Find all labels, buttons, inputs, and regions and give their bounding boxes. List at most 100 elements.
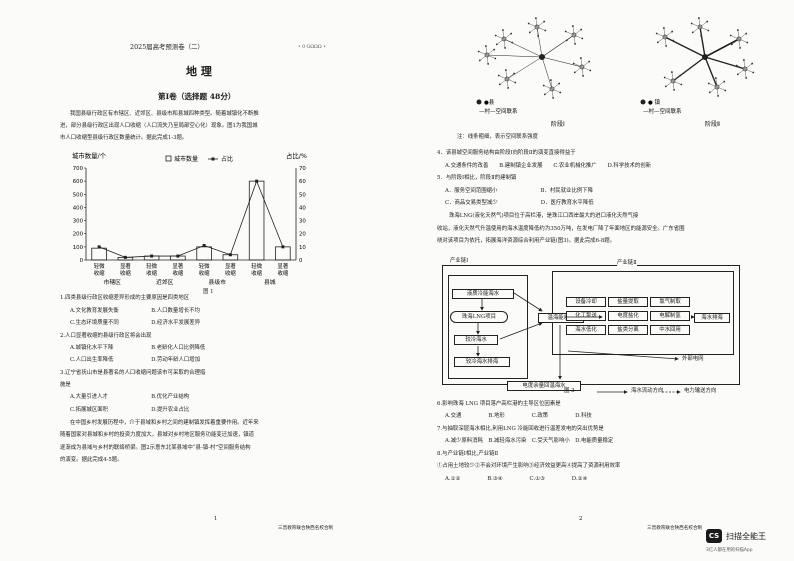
- left-tick-label: 0: [80, 258, 84, 264]
- village-node: [478, 59, 481, 62]
- village-link: [573, 29, 582, 36]
- village-node: [559, 91, 562, 94]
- passage-line: 随着国家对县城和乡村的投资力度加大，县城对乡村地区服务功能变迁加速，镇道: [60, 432, 255, 438]
- village-link: [744, 68, 754, 73]
- question-stem: 4．该县城空间服务结构由阶段Ⅰ向阶段Ⅱ的演变直接得益于: [437, 150, 576, 156]
- link-line: [699, 26, 706, 58]
- village-node: [746, 41, 749, 44]
- category-label: 轻微: [199, 262, 210, 270]
- left-axis-label: 城市数量/个: [72, 151, 107, 160]
- village-link: [486, 54, 489, 64]
- answer-option: A.交通 B.地形 C.政策 D.科技: [445, 413, 592, 419]
- village-node: [564, 30, 567, 33]
- legend-line-label: 占比: [221, 155, 233, 163]
- village-node: [572, 62, 575, 65]
- share-point: [150, 254, 154, 258]
- village-node: [723, 80, 726, 83]
- village-link: [730, 35, 740, 40]
- legend-link-2: —村—空间联系: [643, 107, 682, 115]
- scanner-tagline: 3亿人都在用的扫描App: [706, 548, 753, 553]
- category-label: 轻微: [146, 262, 157, 270]
- village-node: [534, 17, 537, 19]
- village-link: [709, 86, 718, 93]
- link-line: [704, 56, 746, 70]
- village-node: [565, 39, 568, 42]
- share-point: [123, 255, 127, 259]
- process-cell: 氯气制取: [650, 297, 690, 307]
- village-link: [505, 70, 508, 80]
- village-link: [738, 38, 741, 48]
- question-stem: 施是: [60, 382, 71, 388]
- village-link: [744, 68, 747, 78]
- cold-seawater-box: 较冷海水: [454, 335, 498, 345]
- scanner-app-name: 扫描全能王: [726, 532, 766, 541]
- page-footer: 三晋教育联合陕西名校合制: [278, 526, 334, 531]
- village-link: [657, 36, 666, 43]
- village-node: [511, 41, 514, 44]
- cold-discharge-box: 较冷海水排海: [454, 357, 510, 367]
- link-line: [486, 54, 543, 58]
- village-node: [742, 59, 745, 61]
- village-node: [477, 50, 480, 53]
- link-line: [704, 56, 718, 88]
- village-node: [745, 77, 748, 79]
- page-number: 1: [214, 516, 218, 522]
- subject-title: 地 理: [186, 65, 212, 78]
- village-node: [498, 83, 501, 86]
- village-link: [672, 80, 675, 90]
- passage-line: 在中国乡村发展历程中，介于县域和乡村之间的建制镇发挥着重要作用。近年来: [70, 420, 259, 426]
- figure-2-network: ●县 —村—空间联系 阶段Ⅰ ● 镇 —村—空间联系 阶段Ⅱ: [476, 17, 755, 128]
- link-line: [503, 38, 543, 58]
- passage-line: 的演变。据此完成4-5题。: [60, 457, 123, 463]
- answer-option: A.大量引进人才 B.优化产业结构: [70, 394, 190, 400]
- village-node: [690, 22, 693, 25]
- village-link: [496, 38, 505, 45]
- process-cell: 电解制氢: [650, 311, 690, 321]
- village-link: [664, 36, 667, 46]
- lng-project-box: 珠海LNG项目: [450, 311, 508, 323]
- village-link: [551, 88, 561, 93]
- process-cell: 盐类分离: [608, 325, 648, 335]
- figure-3-diagram: 产业链Ⅰ 产业链Ⅱ 液质冷能海水 珠海LNG项目 较冷海水 较冷海水排海 温海能…: [442, 258, 742, 399]
- scanner-watermark: CS 扫描全能王 3亿人都在用的扫描App: [706, 525, 790, 555]
- county-legend-icon: [476, 99, 482, 105]
- village-node: [504, 69, 507, 71]
- village-link: [479, 54, 488, 61]
- town-legend-icon: [640, 99, 646, 105]
- passage-line: 绕对该项目为依托，拓展海洋资源综合利用产业链(图3)。据此完成6-8题。: [437, 238, 616, 244]
- category-label: 收缩: [146, 269, 157, 277]
- intro-line: 市人口收缩型县级行政区数量统计。据此完成1-3题。: [60, 135, 188, 141]
- outer-frame: [442, 265, 740, 385]
- village-node: [655, 32, 658, 35]
- share-point: [97, 245, 101, 249]
- village-node: [487, 63, 490, 65]
- village-link: [506, 78, 516, 83]
- left-tick-label: 400: [73, 205, 84, 211]
- legend-county: ●县: [484, 99, 495, 106]
- exam-page-2: ●县 —村—空间联系 阶段Ⅰ ● 镇 —村—空间联系 阶段Ⅱ 注：线条粗细，表示…: [397, 0, 794, 561]
- passage-line: 珠海LNG(液化天然气)项目位于高栏港，是珠江口西岸最大的进口液化天然气接: [449, 213, 639, 219]
- question-stem: 1.四类县级行政区收缩差异形成的主要原因是四类地区: [60, 295, 190, 301]
- process-cell: 中水回用: [650, 325, 690, 335]
- village-node: [504, 47, 507, 49]
- figure-2-note: 注：线条粗细，表示空间联系强度: [457, 134, 538, 140]
- village-link: [664, 31, 673, 38]
- village-node: [581, 37, 584, 40]
- village-node: [510, 32, 513, 35]
- village-node: [494, 57, 497, 60]
- village-link: [551, 83, 560, 90]
- village-link: [572, 26, 575, 36]
- village-node: [724, 89, 727, 92]
- village-node: [656, 41, 659, 44]
- left-tick-label: 200: [73, 232, 84, 238]
- village-node: [513, 72, 516, 75]
- village-link: [543, 85, 553, 90]
- answer-option: A.①② B.③④ C.①③ D.②④: [445, 476, 588, 482]
- village-node: [736, 29, 739, 31]
- figure-3-caption: 图 3: [564, 388, 575, 394]
- category-label: 显著: [277, 262, 288, 270]
- village-node: [714, 77, 717, 79]
- village-node: [736, 73, 739, 76]
- village-node: [708, 91, 711, 94]
